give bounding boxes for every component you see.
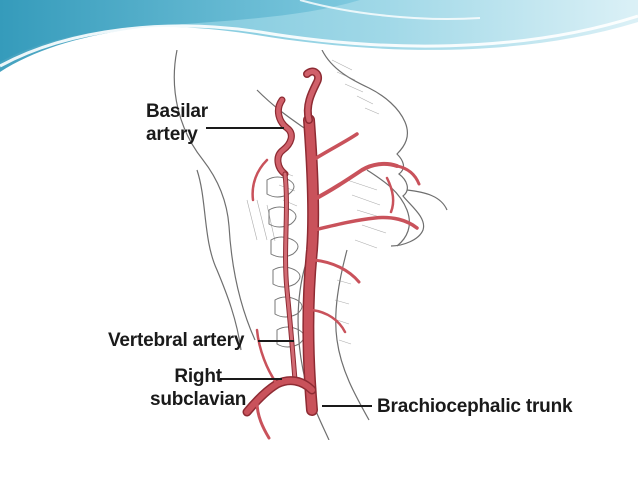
arteries bbox=[242, 67, 421, 440]
label-basilar-line2: artery bbox=[146, 124, 198, 145]
label-subclavian-line1: Right bbox=[174, 366, 222, 387]
label-right-subclavian: Right subclavian bbox=[150, 365, 246, 411]
leader-line-vertebral bbox=[258, 340, 294, 342]
head-sketch bbox=[173, 50, 448, 440]
label-basilar-artery: Basilar artery bbox=[146, 100, 208, 146]
leader-line-brachiocephalic bbox=[322, 405, 372, 407]
label-vertebral-artery: Vertebral artery bbox=[108, 330, 245, 351]
neck-artery-illustration bbox=[107, 50, 575, 440]
label-subclavian-line2: subclavian bbox=[150, 389, 247, 410]
header-wave-decoration bbox=[0, 0, 638, 72]
leader-line-subclavian bbox=[220, 378, 282, 380]
leader-line-basilar bbox=[206, 127, 284, 129]
label-brachiocephalic-trunk: Brachiocephalic trunk bbox=[377, 396, 573, 417]
label-basilar-line1: Basilar bbox=[146, 101, 208, 122]
